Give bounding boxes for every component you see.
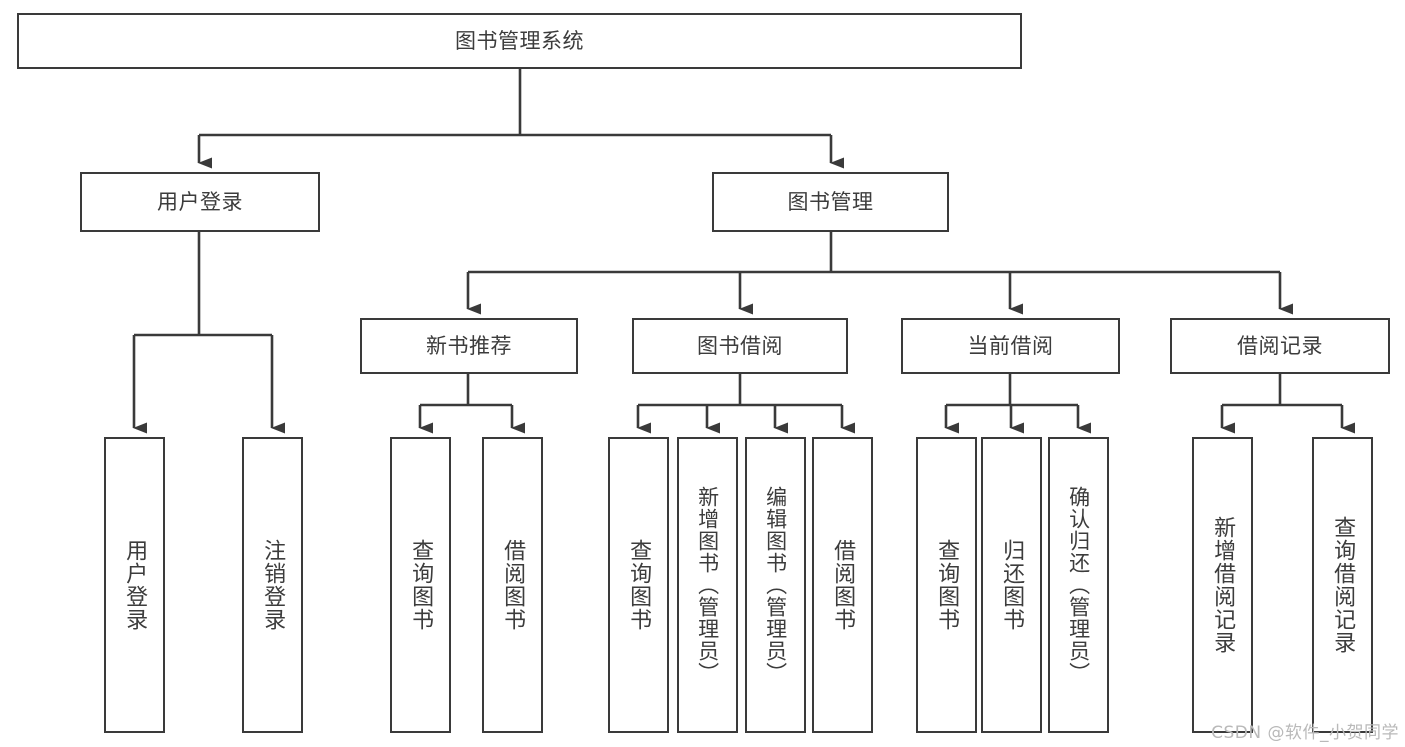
node-label: 新增图书（管理员）	[695, 486, 720, 684]
leaf-borrow-record-add-record[interactable]: 新增借阅记录	[1192, 437, 1253, 733]
node-label: 确认归还（管理员）	[1066, 486, 1091, 684]
leaf-new-book-query-book[interactable]: 查询图书	[390, 437, 451, 733]
leaf-borrow-record-query-record[interactable]: 查询借阅记录	[1312, 437, 1373, 733]
node-label: 图书管理系统	[455, 28, 584, 53]
node-root-book-management-system[interactable]: 图书管理系统	[17, 13, 1022, 69]
node-label: 借阅图书	[830, 539, 856, 631]
node-label: 新增借阅记录	[1210, 516, 1236, 654]
node-borrow-record[interactable]: 借阅记录	[1170, 318, 1390, 374]
node-label: 借阅记录	[1237, 333, 1323, 358]
csdn-watermark: CSDN @软件_小贺同学	[1211, 723, 1399, 743]
node-label: 图书借阅	[697, 333, 783, 358]
node-label: 编辑图书（管理员）	[763, 486, 788, 684]
leaf-user-login-logout[interactable]: 注销登录	[242, 437, 303, 733]
leaf-current-borrow-return-book[interactable]: 归还图书	[981, 437, 1042, 733]
leaf-book-borrow-borrow-book[interactable]: 借阅图书	[812, 437, 873, 733]
node-label: 归还图书	[999, 539, 1025, 631]
node-label: 图书管理	[787, 189, 874, 214]
leaf-current-borrow-confirm-return-admin[interactable]: 确认归还（管理员）	[1048, 437, 1109, 733]
node-label: 查询借阅记录	[1330, 516, 1356, 654]
node-label: 查询图书	[934, 539, 960, 631]
leaf-book-borrow-add-book-admin[interactable]: 新增图书（管理员）	[677, 437, 738, 733]
leaf-current-borrow-query-book[interactable]: 查询图书	[916, 437, 977, 733]
node-label: 注销登录	[260, 539, 286, 631]
node-label: 查询图书	[408, 539, 434, 631]
node-label: 当前借阅	[967, 333, 1054, 358]
leaf-new-book-borrow-book[interactable]: 借阅图书	[482, 437, 543, 733]
node-current-borrow[interactable]: 当前借阅	[901, 318, 1120, 374]
node-label: 查询图书	[626, 539, 652, 631]
node-label: 借阅图书	[500, 539, 526, 631]
leaf-user-login-login[interactable]: 用户登录	[104, 437, 165, 733]
node-user-login[interactable]: 用户登录	[80, 172, 320, 232]
node-new-book-recommend[interactable]: 新书推荐	[360, 318, 578, 374]
node-label: 用户登录	[157, 189, 243, 214]
node-book-borrow[interactable]: 图书借阅	[632, 318, 848, 374]
leaf-book-borrow-edit-book-admin[interactable]: 编辑图书（管理员）	[745, 437, 806, 733]
leaf-book-borrow-query-book[interactable]: 查询图书	[608, 437, 669, 733]
node-label: 新书推荐	[426, 333, 512, 358]
node-book-management[interactable]: 图书管理	[712, 172, 949, 232]
node-label: 用户登录	[122, 539, 148, 631]
